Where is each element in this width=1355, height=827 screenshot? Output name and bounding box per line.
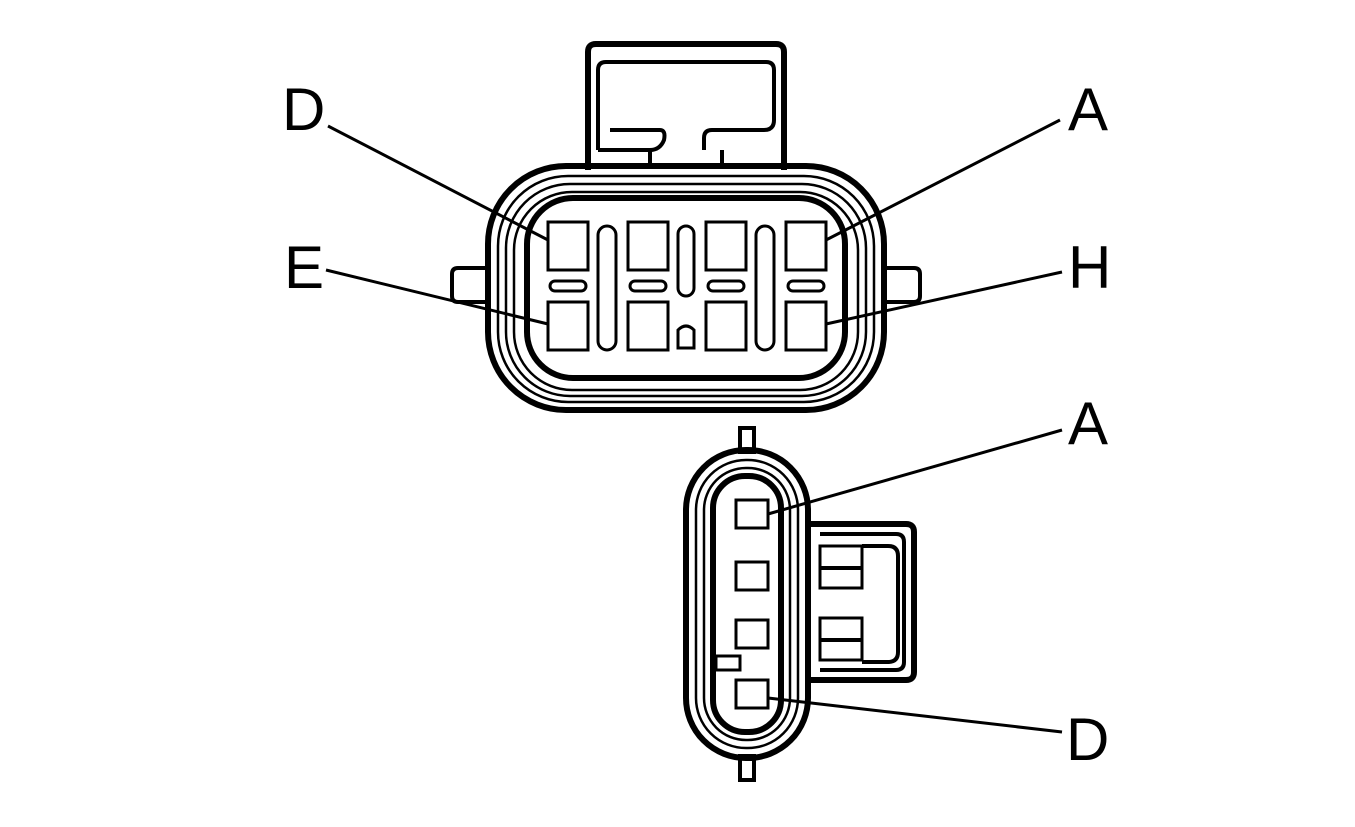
large-connector-face [524, 195, 848, 381]
small-key [714, 654, 742, 672]
cavity-g [704, 300, 748, 352]
label-large-d: D [282, 76, 325, 143]
small-connector-latch-inner [820, 532, 906, 672]
key-center [676, 324, 696, 350]
large-connector-body-ring1 [496, 174, 876, 404]
small-connector-latch [808, 521, 917, 683]
small-connector-body-ring2 [702, 466, 792, 742]
cavity-d [546, 220, 590, 272]
large-connector-ear-left [450, 266, 488, 304]
rib-center [676, 224, 696, 298]
large-connector-body-ring2 [504, 182, 868, 398]
large-connector-body-ring3 [512, 190, 860, 392]
large-connector-lock-tab-inner [596, 60, 776, 152]
leader-line-small-a [767, 428, 1063, 516]
cavity-e [546, 300, 590, 352]
large-connector-ear-right [884, 266, 922, 304]
large-connector-body-outer [485, 163, 887, 413]
slot [786, 279, 826, 293]
small-cavity-d [734, 678, 770, 710]
labels: D A E H A D [282, 76, 1111, 773]
small-connector-latch-window [862, 544, 900, 664]
slot [548, 279, 588, 293]
small-cavity-a [734, 498, 770, 530]
leader-line-h [825, 270, 1063, 326]
label-large-a: A [1068, 76, 1108, 143]
leader-line-d [327, 124, 549, 242]
large-connector-lock-tab [585, 41, 787, 170]
leader-line-e [325, 268, 549, 326]
slot [628, 279, 668, 293]
large-connector [450, 41, 922, 413]
rib [596, 224, 618, 352]
label-large-h: H [1068, 234, 1111, 301]
cavity-b [704, 220, 748, 272]
small-connector-body-ring1 [694, 458, 800, 750]
label-large-e: E [284, 234, 324, 301]
leader-lines [325, 118, 1063, 734]
small-cavity-c [734, 618, 770, 650]
rib [754, 224, 776, 352]
leader-line-small-d [767, 696, 1063, 734]
slot [706, 279, 746, 293]
cavity-h [784, 300, 828, 352]
cavity-c [626, 220, 670, 272]
cavity-a [784, 220, 828, 272]
small-cavity-b [734, 560, 770, 592]
small-connector-face [710, 473, 784, 735]
label-small-a: A [1068, 390, 1108, 457]
leader-line-a [825, 118, 1061, 242]
label-small-d: D [1066, 706, 1109, 773]
cavity-f [626, 300, 670, 352]
small-connector-body-outer [683, 447, 811, 761]
